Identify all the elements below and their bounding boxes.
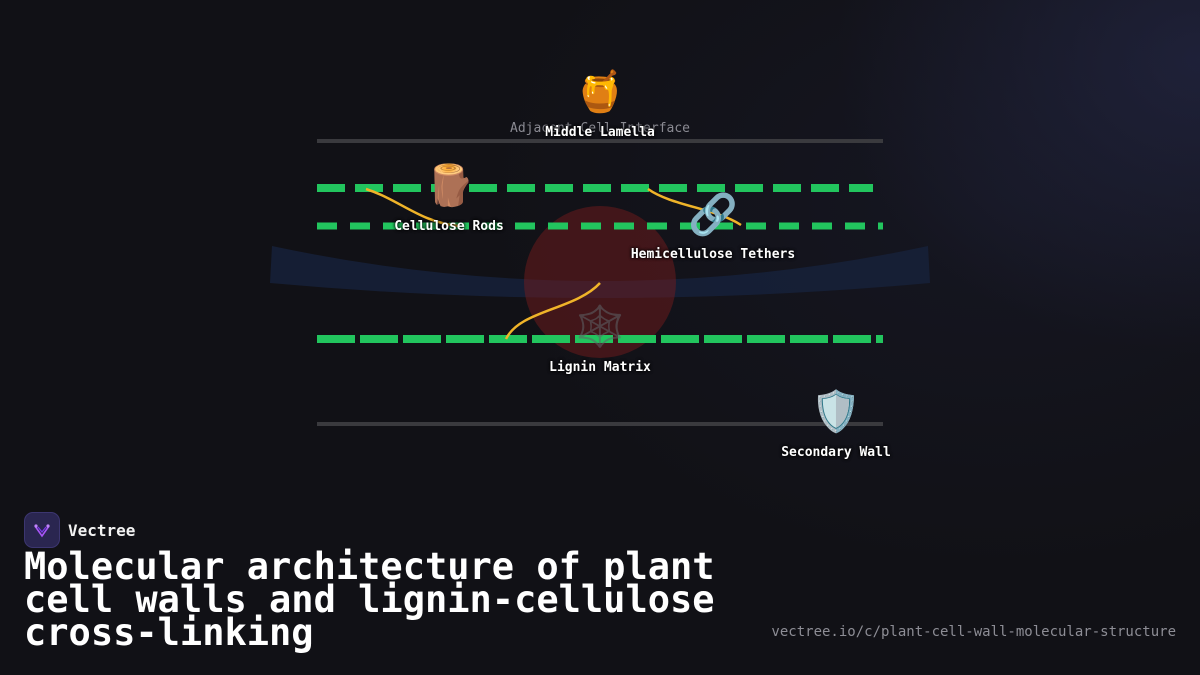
page-title: Molecular architecture of plant cell wal… <box>24 545 715 654</box>
wood-log-icon: 🪵 <box>425 163 475 209</box>
diagram-canvas <box>270 139 930 426</box>
tether-curve <box>365 187 459 228</box>
middle-lamella-label: Middle Lamella <box>545 125 655 140</box>
vectree-logo-icon <box>24 512 60 548</box>
chain-link-icon: 🔗 <box>688 192 738 238</box>
wall-band <box>270 246 930 298</box>
cellulose-rods-label: Cellulose Rods <box>394 219 504 234</box>
honey-pot-icon: 🍯 <box>575 69 625 115</box>
tether-curve <box>504 282 601 340</box>
source-url: vectree.io/c/plant-cell-wall-molecular-s… <box>771 624 1176 640</box>
lignin-glow <box>524 206 676 358</box>
brand-name: Vectree <box>68 520 136 540</box>
lignin-matrix-label: Lignin Matrix <box>549 360 651 375</box>
cell-wall-diagram: 🍯 Adjacent Cell Interface Middle Lamella… <box>270 69 930 460</box>
brand: Vectree <box>24 512 135 548</box>
adjacent-cell-interface-label: Adjacent Cell Interface <box>509 121 691 136</box>
tether-curve <box>647 187 742 227</box>
secondary-wall-label: Secondary Wall <box>781 445 891 460</box>
shield-icon: 🛡️ <box>811 389 861 435</box>
spider-web-icon: 🕸️ <box>575 304 625 350</box>
hemicellulose-tethers-label: Hemicellulose Tethers <box>630 247 796 262</box>
